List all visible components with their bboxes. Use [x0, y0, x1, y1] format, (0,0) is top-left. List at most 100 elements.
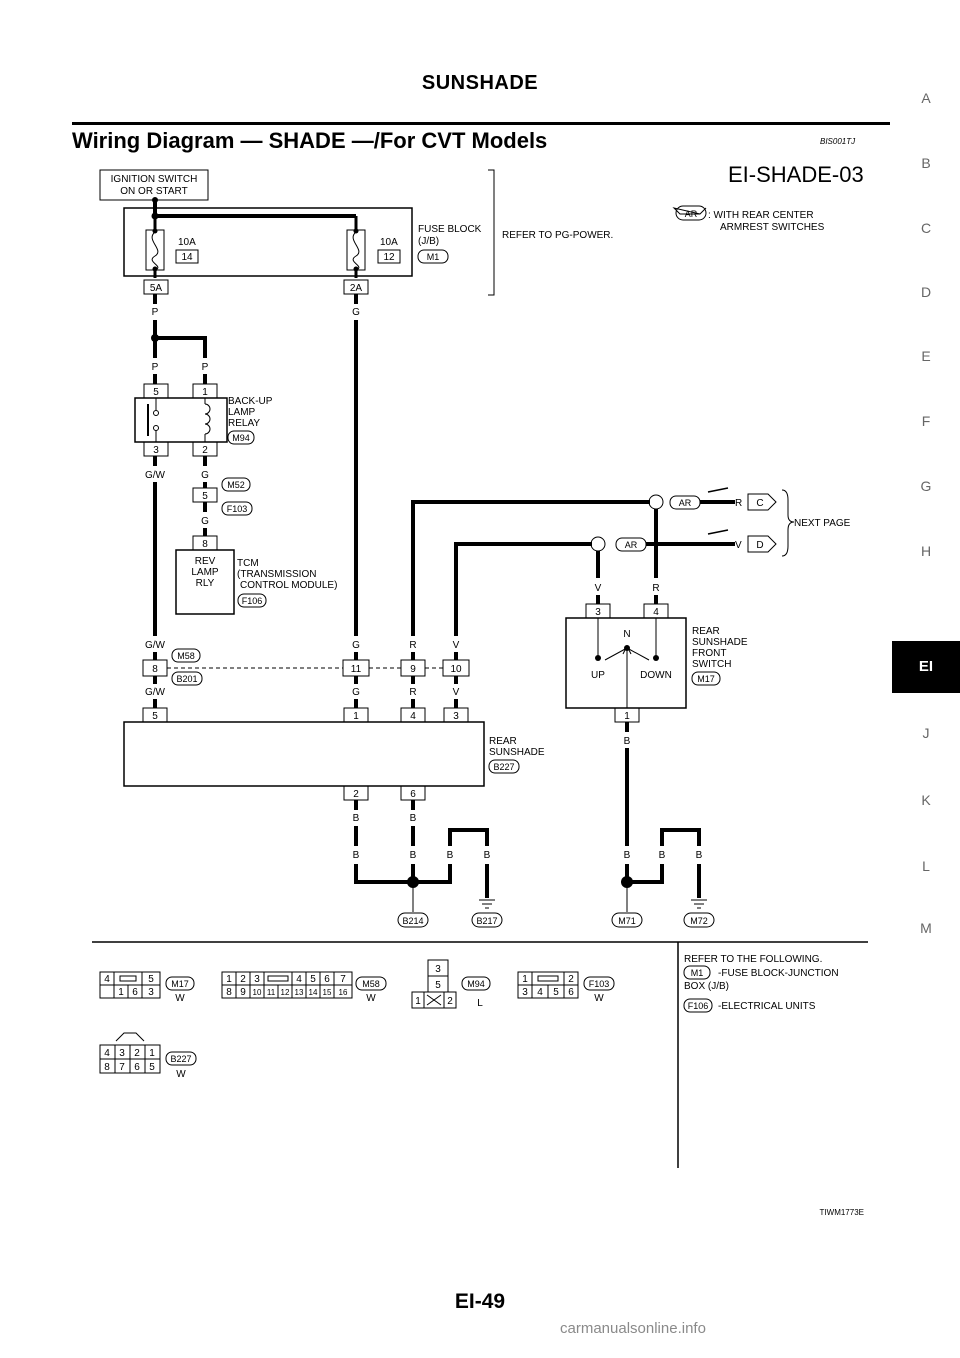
tab-h[interactable]: H	[920, 543, 932, 559]
m58-pin-12: 12	[281, 988, 290, 997]
fuse1-box	[175, 249, 199, 264]
switch-connector-code: M17	[697, 674, 715, 684]
wire-color-g1: G	[352, 307, 360, 318]
connector-face-m94	[411, 959, 457, 1009]
tab-a[interactable]: A	[921, 90, 931, 106]
page-number: EI-49	[454, 1290, 506, 1313]
sunshade-pin-4-label: 4	[410, 711, 416, 722]
reference-f106	[683, 998, 713, 1013]
ar-tag-v-code: AR	[625, 540, 638, 550]
legend-text-2: ARMREST SWITCHES	[720, 222, 825, 233]
switch-up: UP	[591, 670, 605, 681]
m58-pin-5: 5	[310, 974, 316, 985]
relay-label-3: RELAY	[228, 418, 260, 429]
next-page-c-arrow	[747, 493, 777, 511]
legend-text-1: : WITH REAR CENTER	[708, 210, 814, 221]
sunshade-connector-code: B227	[493, 762, 514, 772]
refer-bracket	[488, 169, 495, 296]
tcm-label-1: TCM	[237, 558, 259, 569]
ground-m72-symbol	[691, 899, 707, 909]
next-page-bracket	[781, 489, 795, 557]
b227-pin-7: 7	[119, 1062, 125, 1073]
wire-color-v-sw: V	[595, 583, 602, 594]
wire-b-6	[413, 864, 452, 884]
sunshade-label-2: SUNSHADE	[489, 747, 545, 758]
tab-j[interactable]: J	[922, 725, 930, 741]
relay-connector	[227, 430, 255, 445]
sunshade-pin-1-label: 1	[353, 711, 359, 722]
switch-pin-3-label: 3	[595, 607, 601, 618]
join-conn-1-code: M52	[227, 480, 245, 490]
fuse2-amp: 10A	[380, 237, 398, 248]
tab-b[interactable]: B	[921, 155, 931, 171]
reference-m1	[683, 965, 711, 980]
tab-m[interactable]: M	[920, 920, 932, 936]
sunshade-pin-6-label: 6	[410, 789, 416, 800]
tcm-inner-2: LAMP	[191, 567, 219, 578]
wire-color-g-relay: G	[201, 470, 209, 481]
tcm-label-3: CONTROL MODULE)	[240, 580, 337, 591]
connector-face-f103	[517, 971, 579, 999]
relay-contact	[147, 398, 159, 442]
tab-ei[interactable]: EI	[892, 641, 960, 693]
section-title: Wiring Diagram — SHADE —/For CVT Models	[72, 128, 548, 153]
wire-color-v3: V	[453, 687, 460, 698]
fuse1-amp: 10A	[178, 237, 196, 248]
m58-pin-4: 4	[296, 974, 302, 985]
m58-pin-13: 13	[295, 988, 304, 997]
wire-color-gw1: G/W	[145, 470, 166, 481]
m17-pin-5: 5	[148, 974, 154, 985]
arrow-v	[707, 529, 729, 535]
fuse-block-connector	[417, 249, 449, 264]
wire-color-v-out: V	[735, 540, 742, 551]
m58-pin-1: 1	[226, 974, 232, 985]
conn-m17-code: M17	[171, 979, 189, 989]
relay-pin-3-label: 3	[153, 445, 159, 456]
conn-f103-color: W	[594, 993, 604, 1004]
ground-b217-symbol	[479, 899, 495, 909]
wire-color-r-sw: R	[652, 583, 659, 594]
wire-color-b6: B	[484, 850, 491, 861]
tab-d[interactable]: D	[920, 284, 932, 300]
tab-f[interactable]: F	[921, 413, 931, 429]
m58-pin-16: 16	[339, 988, 348, 997]
fuse-2	[346, 228, 366, 272]
relay-label-1: BACK-UP	[228, 396, 273, 407]
next-page-label: NEXT PAGE	[794, 518, 851, 529]
tcm-connector	[237, 593, 267, 608]
wire-color-b5: B	[447, 850, 454, 861]
conn-m17-tag	[165, 976, 195, 991]
m94-pin-2: 2	[447, 996, 453, 1007]
tab-c[interactable]: C	[920, 220, 932, 236]
tab-g[interactable]: G	[920, 478, 932, 494]
connector-face-m58	[221, 971, 353, 999]
wire-color-r-out: R	[735, 498, 742, 509]
tab-e[interactable]: E	[921, 348, 931, 364]
page-header: SUNSHADE	[421, 72, 539, 94]
sunshade-connector	[488, 759, 520, 774]
relay-pin-1-label: 1	[202, 387, 208, 398]
b227-pin-2: 2	[134, 1048, 140, 1059]
sunshade-label-1: REAR	[489, 736, 517, 747]
relay-pin-5-label: 5	[153, 387, 159, 398]
legend-ar-shape	[672, 207, 707, 215]
legend-ar-code: AR	[685, 209, 698, 219]
wire-p-branch	[155, 336, 207, 358]
b227-pin-5: 5	[149, 1062, 155, 1073]
f103-pin-3: 3	[522, 987, 528, 998]
f103-pin-4: 4	[537, 987, 543, 998]
conn-m58-tag	[355, 976, 387, 991]
b227-pin-3: 3	[119, 1048, 125, 1059]
watermark: carmanualsonline.info	[560, 1320, 706, 1337]
tab-l[interactable]: L	[922, 858, 930, 874]
join-conn-2	[221, 501, 253, 516]
relay-coil	[204, 398, 211, 442]
wire-color-r-j: R	[409, 640, 416, 651]
ground-m72	[683, 912, 715, 928]
ignition-label-1: IGNITION SWITCH	[111, 174, 198, 185]
tcm-inner-3: RLY	[196, 578, 215, 589]
tab-k[interactable]: K	[921, 792, 931, 808]
reference-title: REFER TO THE FOLLOWING.	[684, 954, 822, 965]
reference-m1-text-1: -FUSE BLOCK-JUNCTION	[718, 968, 839, 979]
wire-color-b-sw2: B	[624, 850, 631, 861]
